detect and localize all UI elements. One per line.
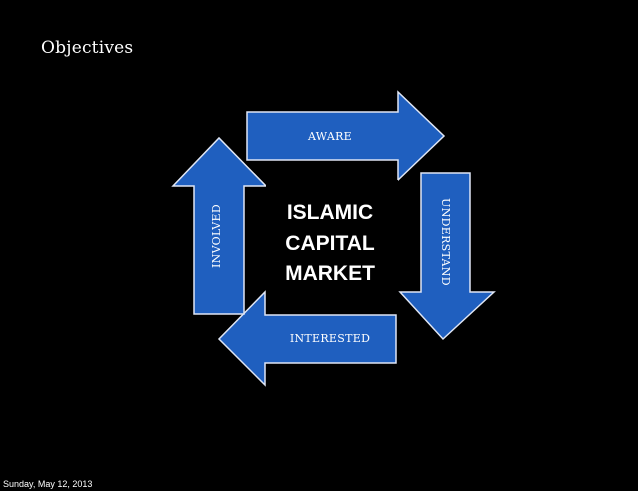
arrow-understand: UNDERSTAND [398, 172, 496, 341]
center-text-line-2: CAPITAL [285, 232, 375, 255]
arrow-interested-shape [217, 290, 397, 387]
center-box [266, 180, 398, 294]
slide-title: Objectives [41, 38, 134, 58]
arrow-interested-label: INTERESTED [290, 332, 370, 345]
arrow-involved-shape [171, 136, 268, 315]
footer-date: Sunday, May 12, 2013 [3, 479, 93, 489]
arrow-involved-label: INVOLVED [210, 204, 223, 268]
center-text-line-3: MARKET [285, 262, 375, 285]
arrow-involved: INVOLVED [171, 136, 268, 315]
arrow-aware: AWARE [246, 90, 446, 182]
arrow-understand-shape [398, 172, 496, 341]
arrow-understand-label: UNDERSTAND [439, 198, 452, 286]
center-text-line-1: ISLAMIC [287, 201, 373, 224]
arrow-aware-shape [246, 90, 446, 182]
arrow-aware-label: AWARE [307, 130, 352, 143]
arrow-interested: INTERESTED [217, 290, 397, 387]
